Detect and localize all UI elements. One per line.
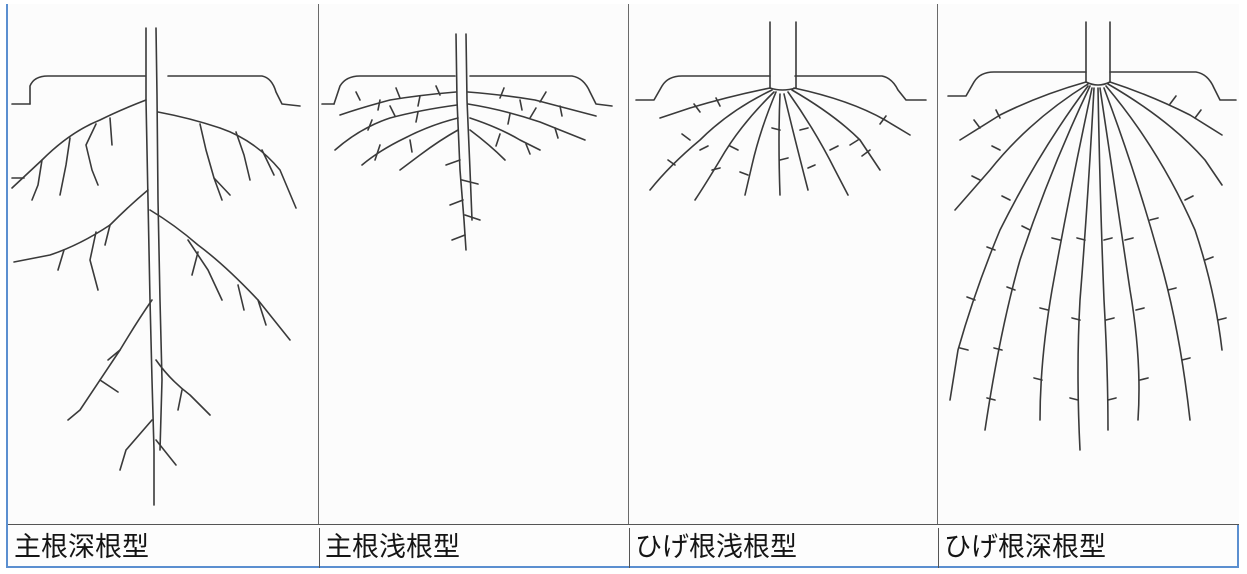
taproot-shallow-illustration — [322, 34, 612, 250]
fibrous-deep-illustration — [948, 22, 1236, 450]
fibrous-shallow-illustration — [636, 22, 926, 200]
label-fibrous-shallow: ひげ根浅根型 — [635, 528, 797, 568]
taproot-deep-illustration — [12, 28, 300, 505]
label-taproot-deep: 主根深根型 — [14, 528, 149, 568]
label-taproot-shallow: 主根浅根型 — [325, 528, 460, 568]
label-fibrous-deep: ひげ根深根型 — [944, 528, 1106, 568]
